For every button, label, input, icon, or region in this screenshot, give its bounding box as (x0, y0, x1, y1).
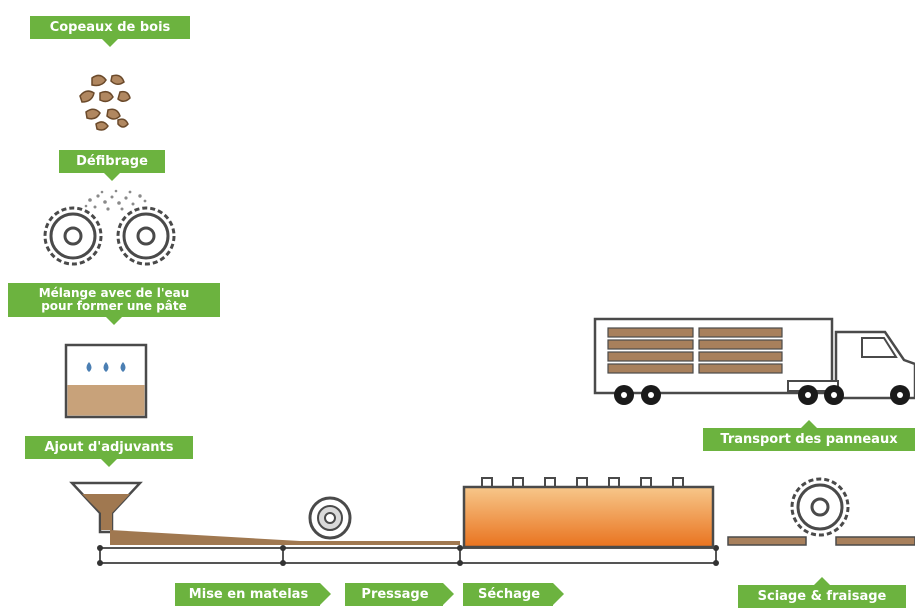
label-ajout: Ajout d'adjuvants (25, 436, 193, 459)
conveyor-floor (100, 548, 718, 563)
label-sciage: Sciage & fraisage (738, 585, 906, 608)
water-tank-icon (66, 345, 146, 417)
label-melange-line2: pour former une pâte (14, 300, 214, 313)
label-pressage: Pressage (345, 583, 443, 606)
label-defibrage: Défibrage (59, 150, 165, 173)
saw-blades-icon (45, 190, 174, 264)
wood-chips-icon (80, 75, 130, 130)
cut-panels (728, 537, 915, 545)
label-melange: Mélange avec de l'eau pour former une pâ… (8, 283, 220, 317)
truck-icon (595, 319, 915, 405)
press-roller-icon (310, 498, 350, 538)
label-transport: Transport des panneaux (703, 428, 915, 451)
pulp-mat (110, 530, 460, 545)
label-copeaux: Copeaux de bois (30, 16, 190, 39)
label-mise-en-matelas: Mise en matelas (175, 583, 320, 606)
label-sechage: Séchage (463, 583, 553, 606)
drying-oven-icon (464, 478, 713, 547)
hopper-icon (72, 483, 140, 532)
circular-saw-icon (792, 479, 848, 535)
